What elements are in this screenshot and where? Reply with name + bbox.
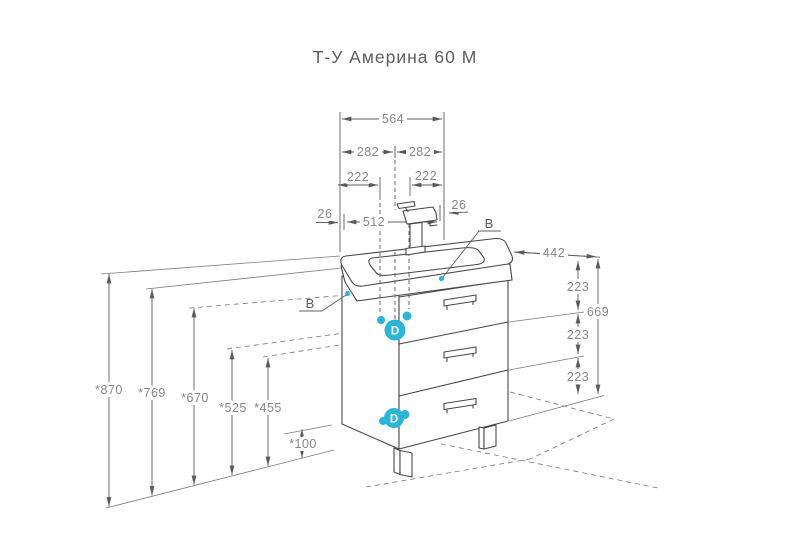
dim-height-455: *455 xyxy=(254,401,282,415)
dim-total-width: 564 xyxy=(382,112,404,126)
leg-front-left xyxy=(393,447,413,478)
dim-height-cabinet-top: *769 xyxy=(138,386,166,400)
depth-and-body-dimensions: 442 223 223 223 669 xyxy=(508,243,612,422)
top-dimensions: 564 282 282 222 222 26 26 512 xyxy=(315,109,469,252)
drawer-handle-3 xyxy=(443,397,477,414)
marker-d-top-label: D xyxy=(391,326,399,338)
drawing-title: Т-У Америна 60 М xyxy=(313,47,478,67)
marker-b-left-dot xyxy=(344,290,351,297)
dim-basin-width: 512 xyxy=(363,215,385,229)
marker-dot xyxy=(377,316,385,324)
marker-b-right-dot xyxy=(438,275,445,282)
dim-drawer-1: 223 xyxy=(567,280,589,294)
leg-top-projection xyxy=(283,424,333,435)
drawer-divider-2 xyxy=(398,369,509,397)
dim-inner-width-left: 222 xyxy=(347,170,369,184)
marker-dot xyxy=(402,311,412,321)
label-b-left: В xyxy=(306,296,315,311)
floor-line xyxy=(105,449,335,509)
dim-drawer-2: 223 xyxy=(567,328,589,342)
dim-height-525: *525 xyxy=(219,401,247,415)
sink-rim-top xyxy=(340,237,514,287)
dim-leg-height: *100 xyxy=(289,437,317,451)
dim-body-height: 669 xyxy=(587,305,609,319)
marker-d-bottom-label: D xyxy=(390,414,398,426)
dim-depth: 442 xyxy=(543,246,565,260)
sink-basin-inner xyxy=(368,247,485,276)
leg-front-right xyxy=(478,424,497,450)
cabinet-front-face xyxy=(398,279,509,450)
dim-side-offset-right: 26 xyxy=(452,198,467,212)
dim-height-670: *670 xyxy=(181,391,209,405)
dim-side-offset-left: 26 xyxy=(318,207,333,221)
b-leader-labels: В В xyxy=(299,216,501,312)
dim-half-width-right: 282 xyxy=(409,145,431,159)
label-b-right: В xyxy=(485,216,494,231)
drawer-handle-2 xyxy=(443,346,477,363)
washbasin xyxy=(340,237,514,302)
marker-d-bottom-circle xyxy=(384,408,404,428)
fitting-markers: D D xyxy=(344,275,445,428)
drawer-handle-1 xyxy=(443,294,477,311)
dim-drawer-3: 223 xyxy=(567,370,589,384)
dim-inner-width-right: 222 xyxy=(415,169,437,183)
drawer-divider-1 xyxy=(398,321,509,345)
height-dimensions: *870 *769 *670 *525 *455 *100 xyxy=(91,274,335,509)
floor-projection-dashed xyxy=(365,391,659,489)
faucet xyxy=(396,200,438,256)
marker-d-top-circle xyxy=(384,319,406,341)
dim-half-width-left: 282 xyxy=(357,145,379,159)
cabinet xyxy=(341,275,509,478)
dim-height-total: *870 xyxy=(95,383,123,397)
